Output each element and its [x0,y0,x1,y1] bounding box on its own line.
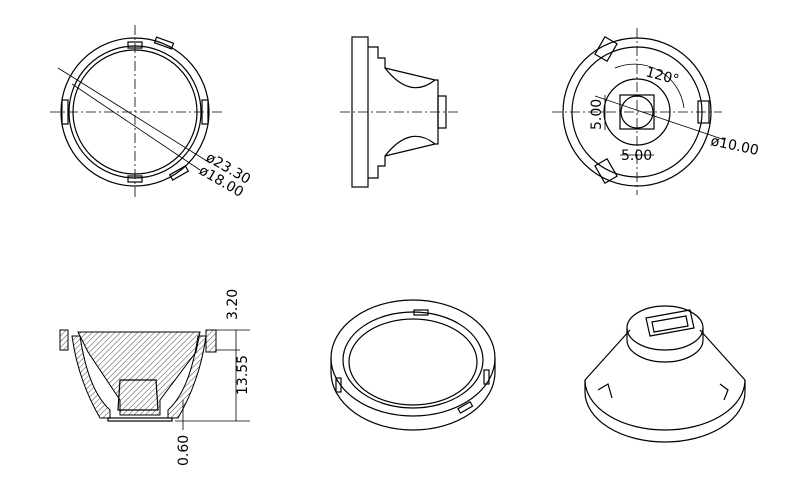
front-view: ø23.30 ø18.00 [50,25,253,201]
rear-slot-width-label: 5.00 [621,148,652,164]
rear-view: 120° 5.00 5.00 ø10.00 [552,28,760,195]
section-flange-height-label: 3.20 [225,289,241,320]
rear-angle-label: 120° [644,64,681,88]
section-base-offset-label: 0.60 [176,435,192,466]
rear-inner-diameter-label: ø10.00 [709,133,760,159]
section-view: 3.20 13.55 0.60 [59,289,251,466]
side-view [340,36,460,188]
isometric-front-view [330,299,496,431]
rear-slot-height-label: 5.00 [589,99,605,130]
isometric-rear-view [584,305,746,443]
section-total-height-label: 13.55 [235,355,251,395]
